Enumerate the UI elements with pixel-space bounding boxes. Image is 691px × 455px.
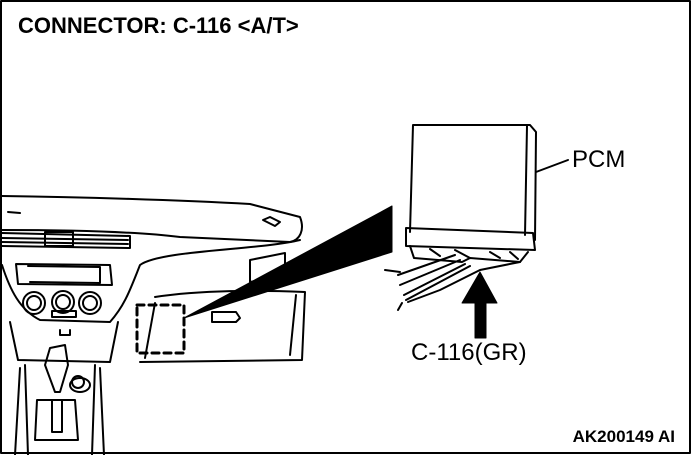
shift-lever	[44, 344, 69, 393]
pcm-leader-line	[535, 159, 569, 173]
diagram-title: CONNECTOR: C-116 <A/T>	[18, 13, 299, 38]
connector-arrow	[461, 271, 498, 339]
figure-code: AK200149 AI	[572, 427, 675, 446]
dashboard-illustration	[1, 195, 306, 455]
pcm-label: PCM	[572, 146, 626, 173]
radio	[15, 263, 113, 286]
pcm-connector-housing	[405, 227, 536, 251]
pcm-unit	[384, 124, 569, 311]
zoom-callout-wedge	[183, 205, 393, 319]
connector-label: C-116(GR)	[411, 339, 527, 366]
pcm-location-box	[135, 303, 186, 355]
